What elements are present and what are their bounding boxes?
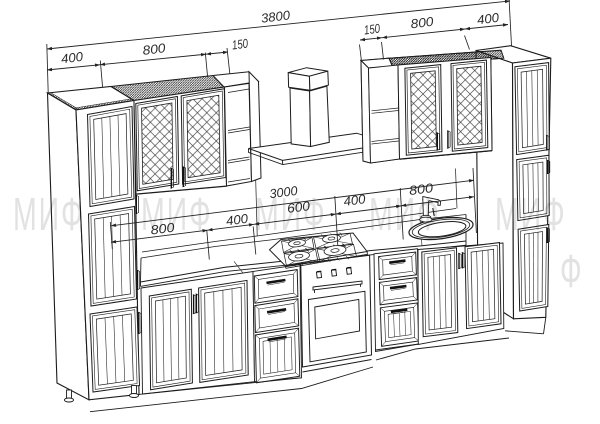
svg-text:Ф: Ф	[560, 246, 584, 298]
svg-text:3800: 3800	[260, 7, 292, 26]
svg-text:3000: 3000	[269, 183, 299, 201]
svg-text:400: 400	[60, 49, 85, 67]
svg-text:МИФ: МИФ	[255, 189, 327, 241]
svg-text:800: 800	[410, 14, 436, 32]
svg-text:МИФ: МИФ	[495, 189, 567, 241]
svg-text:800: 800	[142, 40, 168, 58]
svg-text:400: 400	[343, 191, 368, 209]
svg-text:800: 800	[150, 220, 177, 238]
svg-text:150: 150	[363, 21, 381, 38]
svg-text:МИФ: МИФ	[369, 189, 441, 241]
svg-text:МИФ: МИФ	[13, 189, 85, 241]
svg-text:800: 800	[408, 180, 435, 198]
svg-text:400: 400	[225, 211, 250, 229]
svg-text:600: 600	[286, 198, 312, 216]
svg-text:150: 150	[231, 36, 249, 53]
svg-text:МИФ: МИФ	[141, 189, 213, 241]
svg-text:400: 400	[476, 10, 501, 28]
